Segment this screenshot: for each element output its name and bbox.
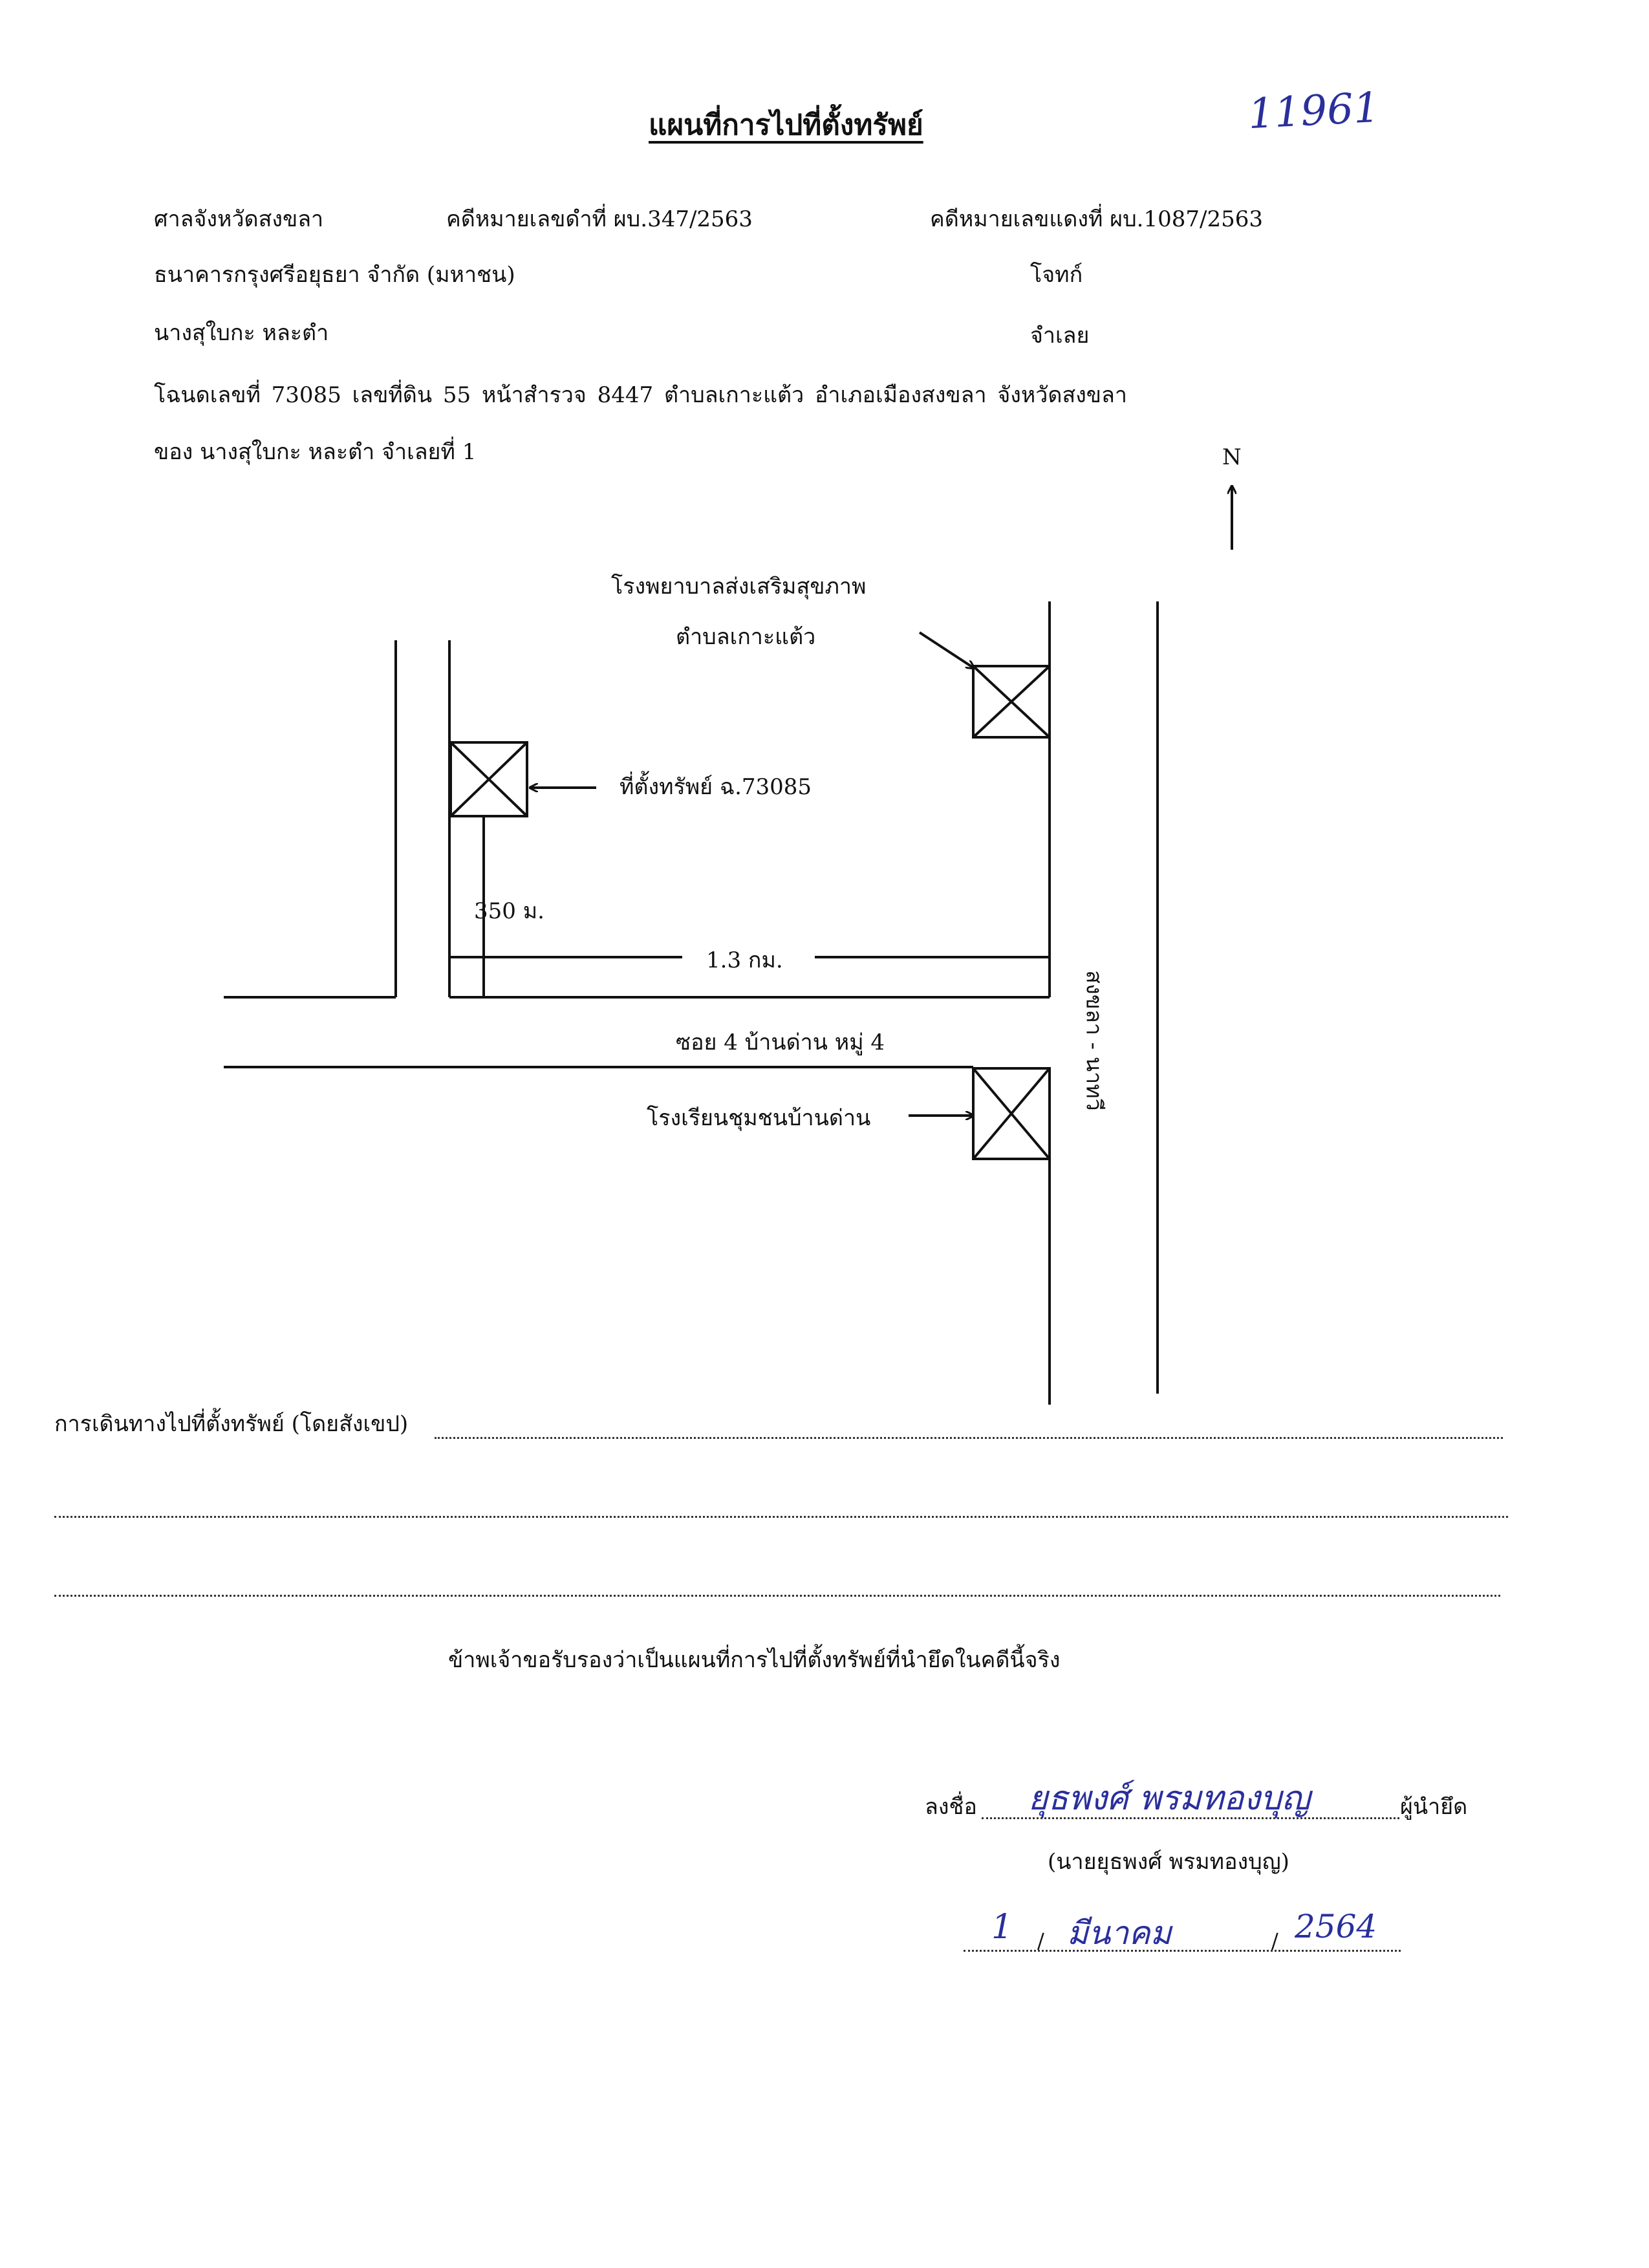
- school-label: โรงเรียนชุมชนบ้านด่าน: [647, 1105, 871, 1131]
- directions-dotted-line-2: [54, 1516, 1508, 1518]
- court-name: ศาลจังหวัดสงขลา: [154, 206, 324, 232]
- property-label: ที่ตั้งทรัพย์ ฉ.73085: [620, 774, 812, 800]
- handwritten-signature: ยุธพงศ์ พรมทองบุญ: [1028, 1779, 1311, 1818]
- directions-dotted-line-3: [54, 1595, 1500, 1597]
- date-year: 2564: [1295, 1908, 1377, 1945]
- plaintiff-name: ธนาคารกรุงศรีอยุธยา จำกัด (มหาชน): [154, 262, 515, 288]
- directions-dotted-line-1: [435, 1437, 1503, 1439]
- signature-dotted-line: [982, 1817, 1399, 1819]
- defendant-role: จำเลย: [1030, 323, 1090, 349]
- hospital-pointer-arrow: [918, 631, 974, 668]
- hospital-marker: [972, 665, 1051, 739]
- date-day: 1: [991, 1908, 1013, 1947]
- property-marker: [449, 741, 528, 817]
- directions-label: การเดินทางไปที่ตั้งทรัพย์ (โดยสังเขป): [54, 1411, 409, 1437]
- date-dotted-line: [964, 1950, 1401, 1952]
- deed-line: โฉนดเลขที่ 73085 เลขที่ดิน 55 หน้าสำรวจ …: [154, 382, 1127, 408]
- main-road-label: สงขลา - นาทวี: [1081, 970, 1107, 1111]
- north-label: N: [1222, 444, 1242, 470]
- defendant-name: นางสุใบกะ หละตำ: [154, 320, 329, 346]
- soi-label: ซอย 4 บ้านด่าน หมู่ 4: [676, 1030, 885, 1055]
- signer-role: ผู้นำยึด: [1400, 1794, 1468, 1820]
- sign-label: ลงชื่อ: [925, 1794, 977, 1820]
- distance-1-3km-label: 1.3 กม.: [706, 947, 783, 973]
- hospital-label-line1: โรงพยาบาลส่งเสริมสุขภาพ: [611, 574, 867, 599]
- hospital-label-line2: ตำบลเกาะแต้ว: [676, 624, 816, 650]
- date-separator-2: /: [1271, 1928, 1278, 1953]
- owner-line: ของ นางสุใบกะ หละตำ จำเลยที่ 1: [154, 439, 477, 465]
- signer-printed-name: (นายยุธพงศ์ พรมทองบุญ): [1048, 1849, 1289, 1875]
- red-case-number: คดีหมายเลขแดงที่ ผบ.1087/2563: [930, 206, 1263, 232]
- certification-statement: ข้าพเจ้าขอรับรองว่าเป็นแผนที่การไปที่ตั้…: [448, 1647, 1061, 1673]
- distance-350-label: 350 ม.: [474, 898, 544, 924]
- date-separator-1: /: [1037, 1928, 1044, 1953]
- date-month: มีนาคม: [1067, 1914, 1172, 1952]
- plaintiff-role: โจทก์: [1030, 262, 1083, 288]
- document-title: แผนที่การไปที่ตั้งทรัพย์: [649, 109, 923, 142]
- black-case-number: คดีหมายเลขดำที่ ผบ.347/2563: [446, 206, 753, 232]
